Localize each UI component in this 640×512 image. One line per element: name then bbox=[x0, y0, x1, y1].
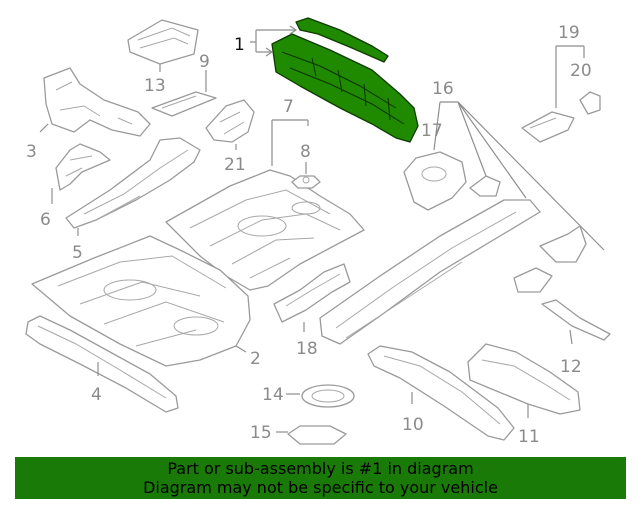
part-16-bracket[interactable] bbox=[469, 175, 501, 197]
part-9[interactable] bbox=[151, 91, 217, 117]
callout-18: 18 bbox=[296, 339, 318, 359]
callout-9: 9 bbox=[199, 52, 210, 72]
part-6[interactable] bbox=[55, 143, 111, 191]
callout-20: 20 bbox=[570, 61, 592, 81]
callout-15: 15 bbox=[250, 423, 272, 443]
leader-16 bbox=[433, 101, 605, 251]
part-19[interactable] bbox=[521, 111, 575, 143]
callout-4: 4 bbox=[91, 385, 102, 405]
part-13[interactable] bbox=[127, 19, 199, 65]
part-15[interactable] bbox=[287, 425, 347, 445]
part-info-banner: Part or sub-assembly is #1 in diagram Di… bbox=[15, 457, 626, 499]
leader-2 bbox=[235, 345, 247, 353]
part-1-rear-panel[interactable] bbox=[271, 17, 419, 143]
part-12[interactable] bbox=[541, 299, 611, 341]
leader-19 bbox=[555, 45, 585, 108]
callout-6: 6 bbox=[40, 210, 51, 230]
callout-7: 7 bbox=[283, 97, 294, 117]
callout-17: 17 bbox=[421, 121, 443, 141]
banner-line-2: Diagram may not be specific to your vehi… bbox=[143, 478, 498, 497]
part-18[interactable] bbox=[273, 263, 351, 323]
callout-21: 21 bbox=[224, 155, 246, 175]
leader-1-arrowheads bbox=[265, 25, 298, 57]
part-20[interactable] bbox=[579, 91, 601, 115]
callout-12: 12 bbox=[560, 357, 582, 377]
part-16-right-bracket[interactable] bbox=[513, 225, 587, 293]
callout-11: 11 bbox=[518, 427, 540, 447]
leader-3 bbox=[39, 123, 49, 133]
parts-diagram: 1 13 9 3 21 6 5 bbox=[25, 17, 611, 447]
banner-line-1: Part or sub-assembly is #1 in diagram bbox=[167, 459, 474, 478]
callout-3: 3 bbox=[26, 142, 37, 162]
callout-16: 16 bbox=[432, 79, 454, 99]
callout-10: 10 bbox=[402, 415, 424, 435]
part-8[interactable] bbox=[291, 175, 321, 189]
leader-12 bbox=[569, 329, 573, 345]
part-3[interactable] bbox=[43, 67, 151, 137]
part-10[interactable] bbox=[367, 345, 515, 441]
callout-13: 13 bbox=[144, 76, 166, 96]
leader-1 bbox=[250, 29, 296, 53]
callout-14: 14 bbox=[262, 385, 284, 405]
part-21[interactable] bbox=[205, 99, 255, 143]
part-16-side-member[interactable] bbox=[319, 199, 541, 345]
part-17[interactable] bbox=[403, 151, 467, 211]
callout-8: 8 bbox=[300, 142, 311, 162]
callout-1: 1 bbox=[234, 35, 245, 55]
part-2-front-floor[interactable] bbox=[31, 235, 251, 367]
leader-7 bbox=[271, 119, 309, 166]
part-11[interactable] bbox=[467, 343, 581, 415]
part-4-side-rail[interactable] bbox=[25, 315, 179, 413]
callout-5: 5 bbox=[72, 243, 83, 263]
callout-19: 19 bbox=[558, 23, 580, 43]
part-14[interactable] bbox=[301, 384, 355, 408]
part-5[interactable] bbox=[65, 137, 201, 229]
callout-2: 2 bbox=[250, 349, 261, 369]
